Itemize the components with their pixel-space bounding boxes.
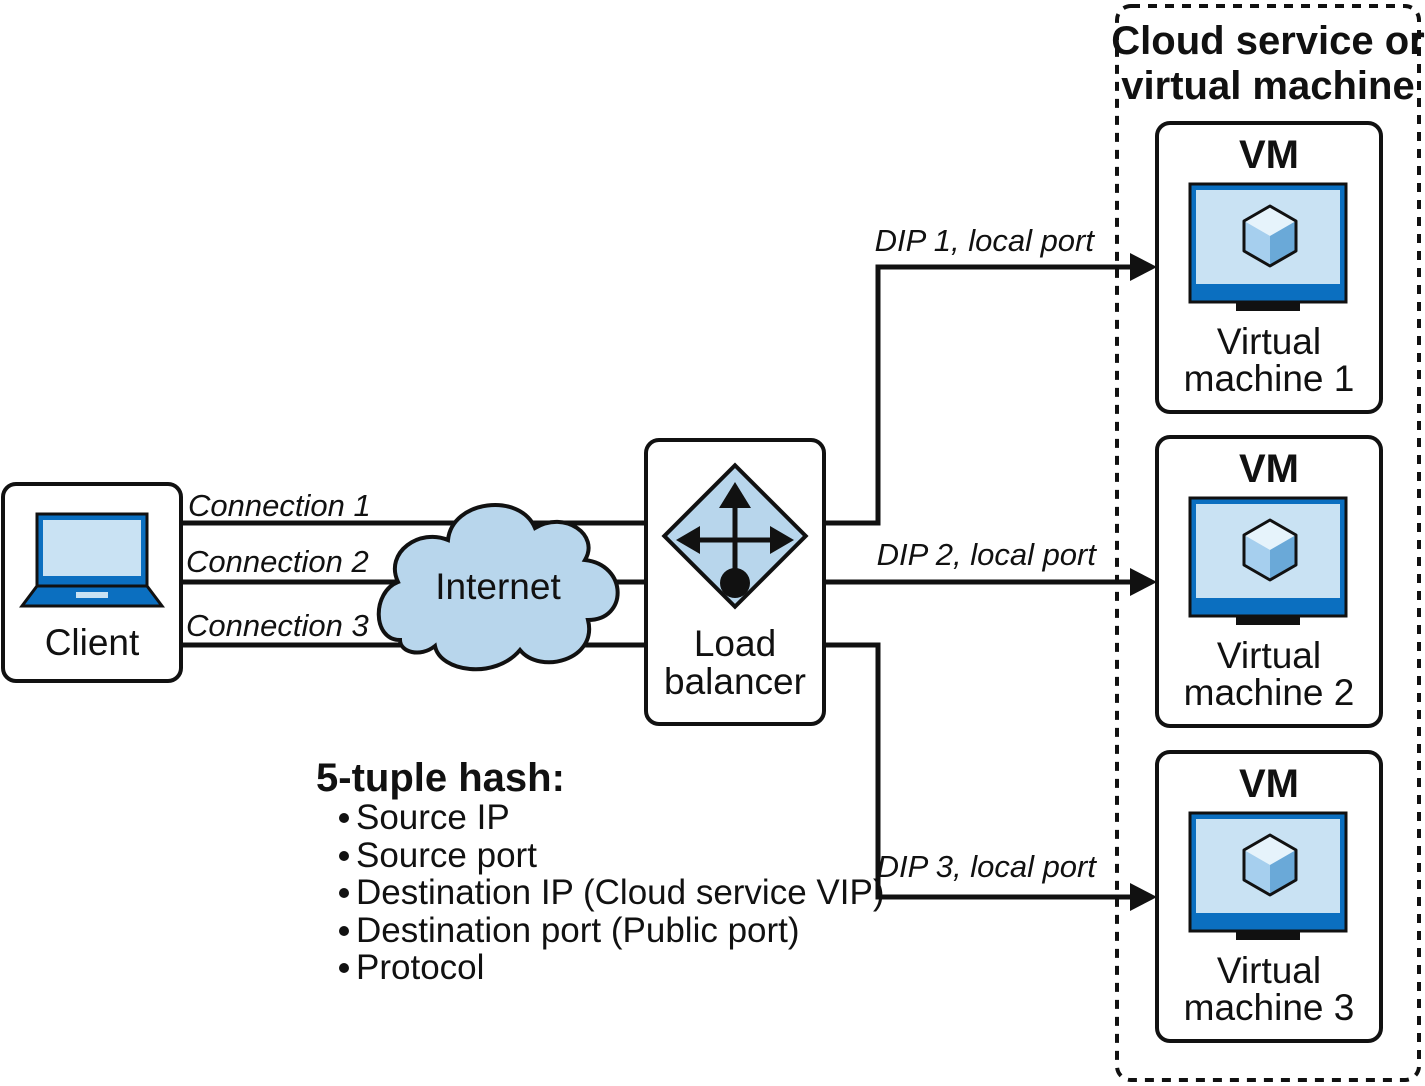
- bullet: [339, 926, 349, 936]
- laptop-icon: [19, 512, 165, 608]
- cloud-service-group: [1115, 4, 1421, 1082]
- arrowhead-vm2: [1130, 568, 1157, 596]
- cube-icon: [1242, 833, 1298, 897]
- hash-list: 5-tuple hash: Source IP Source port Dest…: [316, 756, 884, 987]
- hash-item-3: Destination IP (Cloud service VIP): [356, 873, 884, 912]
- arrowhead-vm3: [1130, 883, 1157, 911]
- load-balancer-icon: [661, 462, 809, 610]
- internet-label: Internet: [435, 566, 561, 607]
- hash-item-4: Destination port (Public port): [356, 911, 800, 950]
- vm-1-header: VM: [1239, 133, 1299, 177]
- vm-node-1: VM Virtual machine 1: [1155, 121, 1383, 414]
- vm-2-label-line1: Virtual: [1217, 635, 1321, 676]
- route-arrowheads: [1130, 253, 1157, 911]
- vm-3-header: VM: [1239, 762, 1299, 806]
- bullet: [339, 888, 349, 898]
- group-title-line2: virtual machine: [1121, 64, 1414, 108]
- client-label: Client: [45, 622, 140, 663]
- route-vm3: [824, 642, 1130, 900]
- dip-1-label: DIP 1, local port: [875, 223, 1096, 258]
- vm-node-2: VM Virtual machine 2: [1155, 435, 1383, 728]
- bullet: [339, 963, 349, 973]
- monitor-icon: [1188, 811, 1348, 940]
- hash-item-5: Protocol: [356, 948, 484, 987]
- group-title-line1: Cloud service or: [1111, 19, 1424, 63]
- monitor-icon: [1188, 496, 1348, 625]
- route-vm1: [824, 264, 1130, 526]
- connection-3-label: Connection 3: [186, 608, 369, 643]
- connection-1-label: Connection 1: [188, 488, 371, 523]
- dip-2-label: DIP 2, local port: [877, 537, 1098, 572]
- vm-1-label-line1: Virtual: [1217, 321, 1321, 362]
- connection-2-label: Connection 2: [186, 544, 369, 579]
- dip-3-label: DIP 3, local port: [877, 849, 1098, 884]
- vm-3-label-line1: Virtual: [1217, 950, 1321, 991]
- arrowhead-vm1: [1130, 253, 1157, 281]
- cloud-icon: [376, 503, 620, 672]
- load-balancer-label-line1: Load: [694, 623, 776, 664]
- load-balancer-label-line2: balancer: [664, 661, 806, 702]
- client-node: Client: [1, 482, 183, 683]
- cube-icon: [1242, 518, 1298, 582]
- vm-1-label-line2: machine 1: [1184, 358, 1355, 399]
- hash-title: 5-tuple hash:: [316, 756, 565, 800]
- dip-routes: [824, 264, 1130, 900]
- hash-item-1: Source IP: [356, 798, 510, 837]
- vm-2-header: VM: [1239, 447, 1299, 491]
- hash-item-2: Source port: [356, 836, 537, 875]
- internet-node: Internet: [376, 503, 620, 672]
- bullet: [339, 851, 349, 861]
- vm-node-3: VM Virtual machine 3: [1155, 750, 1383, 1043]
- load-balancer-node: Load balancer: [644, 438, 826, 726]
- vm-3-label-line2: machine 3: [1184, 987, 1355, 1028]
- bullet: [339, 813, 349, 823]
- monitor-icon: [1188, 182, 1348, 311]
- cube-icon: [1242, 204, 1298, 268]
- vm-2-label-line2: machine 2: [1184, 672, 1355, 713]
